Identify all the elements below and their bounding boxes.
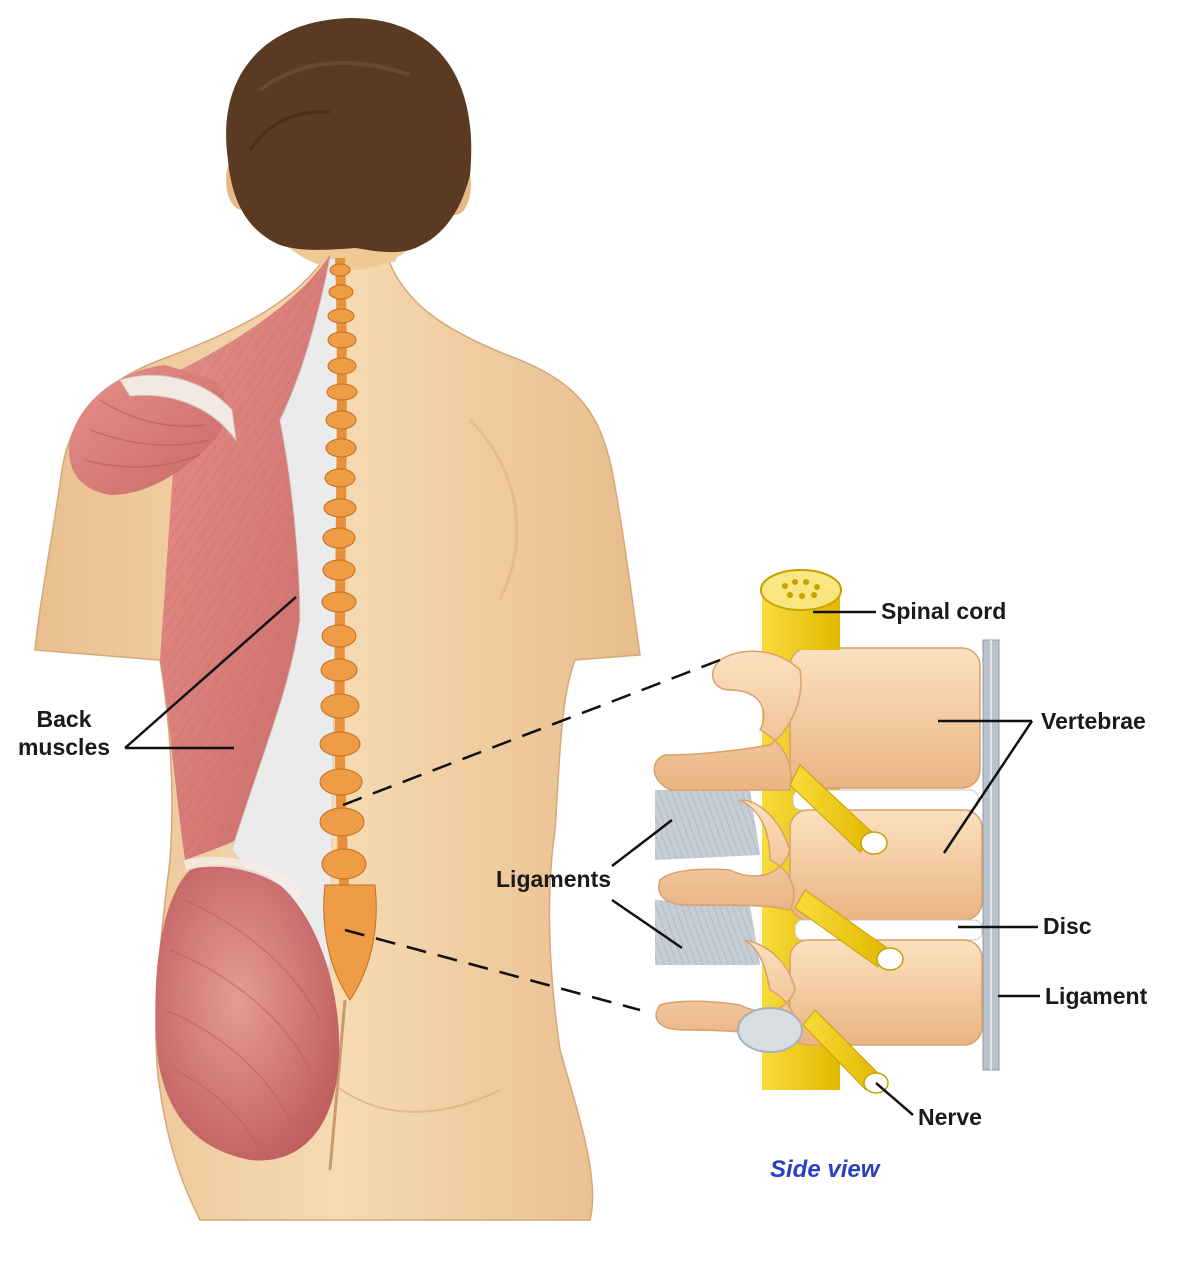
posterior-process-1 [653,650,802,791]
spinal-column [319,257,377,1001]
back-muscles [69,255,341,1161]
caption-side-view: Side view [770,1156,880,1183]
label-back-muscles-line2: muscles [17,733,111,760]
side-view-spine-segment [653,569,1000,1094]
leader-lines [124,596,1040,1116]
label-ligament: Ligament [1045,983,1148,1009]
label-spinal-cord: Spinal cord [881,598,1007,624]
nerve-roots [789,764,904,1094]
posterior-process-2 [658,799,795,911]
label-vertebrae: Vertebrae [1041,708,1146,734]
label-nerve: Nerve [918,1104,982,1130]
sacrum [323,884,377,1001]
gluteus-muscle [155,865,340,1161]
scapular-spine [119,374,237,442]
label-disc: Disc [1043,913,1092,939]
vertebral-body-1 [789,647,981,789]
label-ligaments: Ligaments [496,866,612,892]
spinal-canal-ring [737,1007,803,1053]
label-back-muscles: Back muscles [8,706,120,761]
hair [226,18,472,253]
label-back-muscles-line1: Back [36,706,92,732]
